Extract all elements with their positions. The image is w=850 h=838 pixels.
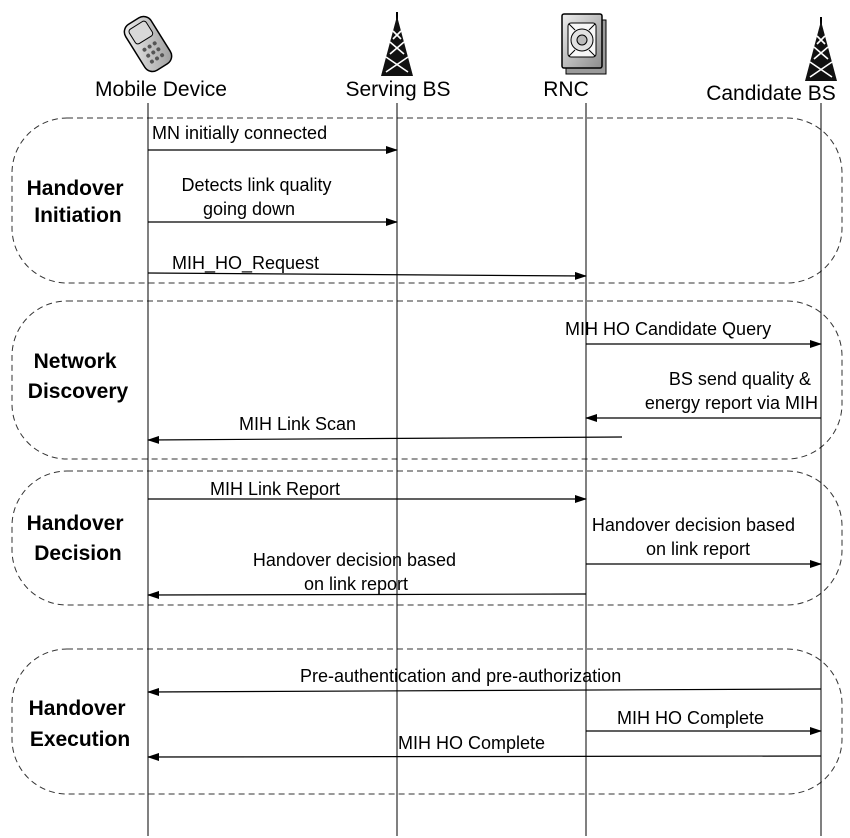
- antenna-tower-icon: [805, 17, 837, 81]
- lifelines: [147, 103, 822, 836]
- phase-label-handover-initiation: Handover Initiation: [27, 177, 130, 227]
- message-label-detects-link-quality: Detects link quality going down: [181, 175, 336, 219]
- message-label-mih-link-scan: MIH Link Scan: [239, 414, 356, 434]
- phase-label-handover-decision: Handover Decision: [27, 512, 130, 565]
- message-label-mih-ho-request: MIH_HO_Request: [172, 253, 319, 274]
- actor-label-mobile-device: Mobile Device: [95, 78, 227, 101]
- message-arrow-mih-ho-complete-mobile: [147, 752, 822, 761]
- message-arrow-pre-authentication: [147, 687, 822, 696]
- message-arrow-mih-link-scan: [147, 435, 623, 444]
- phase-boxes: [11, 117, 843, 795]
- network-controller-icon: [561, 13, 607, 75]
- message-label-mn-initially-connected: MN initially connected: [152, 123, 327, 143]
- phase-box-handover-execution: [11, 648, 843, 795]
- message-label-decision-to-candidate: Handover decision based on link report: [592, 515, 800, 559]
- phase-box-handover-decision: [11, 470, 843, 606]
- message-label-mih-ho-complete-rnc: MIH HO Complete: [617, 708, 764, 728]
- message-label-pre-authentication: Pre-authentication and pre-authorization: [300, 666, 621, 686]
- actor-label-rnc: RNC: [543, 78, 589, 101]
- message-arrow-mih-ho-request: [147, 271, 587, 280]
- mobile-phone-icon: [123, 15, 173, 73]
- message-label-bs-quality-report: BS send quality & energy report via MIH: [645, 369, 818, 413]
- message-label-mih-ho-candidate-query: MIH HO Candidate Query: [565, 319, 771, 339]
- phase-label-handover-execution: Handover Execution: [29, 697, 132, 751]
- phase-label-network-discovery: Network Discovery: [28, 350, 129, 403]
- actor-label-serving-bs: Serving BS: [345, 78, 450, 101]
- message-label-mih-ho-complete-mobile: MIH HO Complete: [398, 733, 545, 753]
- antenna-tower-icon: [381, 12, 413, 76]
- message-arrow-decision-to-mobile: [147, 590, 587, 599]
- message-label-decision-to-mobile: Handover decision based on link report: [253, 550, 461, 594]
- phase-box-network-discovery: [11, 300, 843, 460]
- message-label-mih-link-report: MIH Link Report: [210, 479, 340, 499]
- phase-box-handover-initiation: [11, 117, 843, 284]
- actor-label-candidate-bs: Candidate BS: [706, 82, 836, 105]
